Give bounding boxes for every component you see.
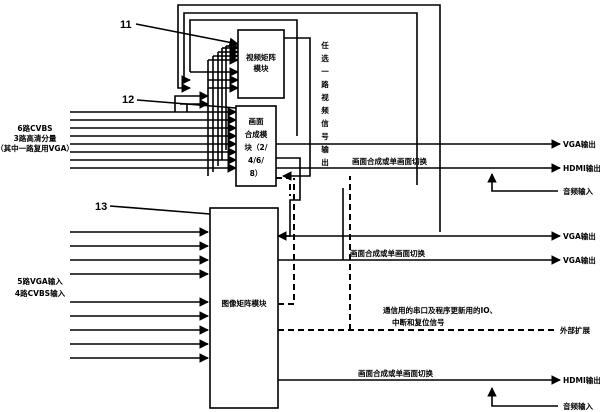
- top-input-arrows: [70, 107, 237, 173]
- switch-label-mid: 画面合成或单画面切换: [350, 248, 425, 258]
- vertical-char: 选: [321, 53, 329, 63]
- input-vga-shared: （其中一路复用VGA）: [0, 143, 74, 153]
- vertical-char: 输: [321, 144, 329, 154]
- input-vga-5: 5路VGA输入: [17, 276, 63, 286]
- output-hdmi-1: HDMI输出: [563, 163, 600, 173]
- composite-label-line4: 4/6/: [248, 156, 264, 165]
- switch-label-bottom: 画面合成或单画面切换: [358, 368, 433, 378]
- vertical-char: 路: [321, 79, 329, 89]
- audio-paths: [487, 173, 558, 407]
- composite-label-line1: 画面: [249, 117, 264, 126]
- bottom-input-arrows: [70, 227, 209, 363]
- vertical-char: 一: [321, 67, 329, 76]
- output-vga-1: VGA输出: [563, 139, 596, 149]
- input-cvbs-4: 4路CVBS输入: [15, 288, 66, 298]
- comm-label-line2: 中断和复位信号: [392, 317, 445, 327]
- output-hdmi-2: HDMI输出: [563, 375, 600, 385]
- input-component-3: 3路高清分量: [14, 133, 57, 143]
- vertical-char: 号: [321, 132, 329, 141]
- output-vga-2: VGA输出: [563, 231, 596, 241]
- image-matrix-label: 图像矩阵模块: [222, 298, 267, 308]
- image-matrix-block: 图像矩阵模块: [209, 207, 279, 409]
- reference-numerals: 11 12 13: [95, 19, 239, 215]
- video-matrix-input-bundle: [207, 43, 239, 176]
- ref-11: 11: [120, 19, 132, 31]
- vertical-output-label: 任 选 一 路 视 频 信 号 输 出: [320, 40, 329, 167]
- vertical-char: 任: [320, 40, 329, 50]
- comm-label-line1: 通信用的串口及程序更新用的IO、: [383, 305, 497, 315]
- ref-12: 12: [122, 94, 134, 106]
- external-extension: 外部扩展: [560, 325, 590, 335]
- audio-input-1: 音频输入: [563, 186, 593, 196]
- bottom-input-labels: 5路VGA输入 4路CVBS输入: [15, 276, 66, 298]
- output-labels: VGA输出 HDMI输出 音频输入 VGA输出 VGA输出 外部扩展 HDMI输…: [560, 139, 600, 411]
- input-cvbs-6: 6路CVBS: [17, 123, 52, 133]
- vertical-char: 出: [321, 157, 329, 167]
- audio-input-2: 音频输入: [563, 401, 593, 411]
- vertical-char: 视: [321, 92, 329, 102]
- video-matrix-label-line2: 模块: [254, 63, 269, 73]
- composite-block: 画面 合成模 块（2/ 4/6/ 8）: [235, 105, 277, 187]
- switch-label-top: 画面合成或单画面切换: [352, 156, 427, 166]
- composite-label-line2: 合成模: [245, 129, 268, 139]
- vertical-char: 信: [321, 118, 329, 128]
- video-matrix-label-line1: 视频矩阵: [246, 52, 276, 62]
- composite-label-line3: 块（2/: [245, 142, 268, 152]
- video-matrix-block: 视频矩阵 模块: [237, 29, 285, 99]
- external-extension-bus: [278, 176, 556, 331]
- output-vga-3: VGA输出: [563, 255, 596, 265]
- ref-13: 13: [95, 201, 107, 213]
- top-input-labels: 6路CVBS 3路高清分量 （其中一路复用VGA）: [0, 123, 74, 153]
- composite-label-line5: 8）: [250, 168, 263, 178]
- vertical-char: 频: [321, 105, 329, 115]
- output-paths: [276, 37, 561, 385]
